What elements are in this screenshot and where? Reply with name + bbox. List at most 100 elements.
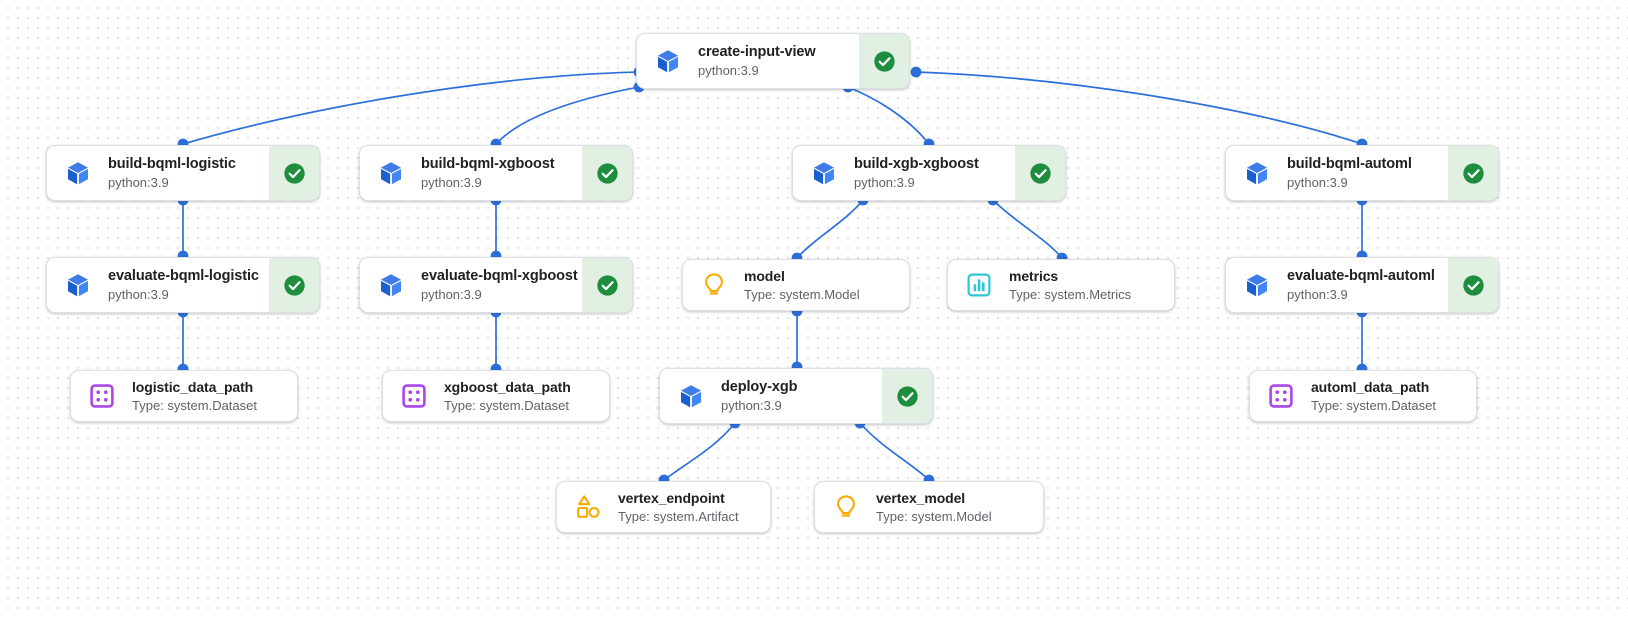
- node-evaluate-bqml-logistic[interactable]: evaluate-bqml-logistic python:3.9: [46, 257, 320, 313]
- edge-deploy-xgb-to-vertex_endpoint: [663, 422, 736, 481]
- node-body: build-xgb-xgboost python:3.9: [793, 146, 1015, 200]
- status-badge-succeeded: [882, 369, 932, 423]
- dataset-grid-icon: [399, 381, 429, 411]
- node-title: build-bqml-logistic: [108, 156, 236, 172]
- node-text: deploy-xgb python:3.9: [721, 378, 797, 414]
- lightbulb-icon: [831, 492, 861, 522]
- node-subtitle: python:3.9: [421, 175, 482, 190]
- edge-port-source: [910, 66, 922, 78]
- node-title: evaluate-bqml-automl: [1287, 268, 1435, 284]
- node-build-bqml-xgboost[interactable]: build-bqml-xgboost python:3.9: [359, 145, 633, 201]
- node-subtitle: Type: system.Dataset: [132, 398, 257, 413]
- node-title: build-xgb-xgboost: [854, 156, 979, 172]
- node-title: build-bqml-automl: [1287, 156, 1412, 172]
- status-badge-succeeded: [582, 146, 632, 200]
- node-title: automl_data_path: [1311, 379, 1430, 395]
- edge-create-input-view-to-build-xgb-xgboost: [847, 86, 930, 145]
- edge-build-xgb-xgboost-to-metrics: [992, 199, 1063, 259]
- shapes-artifact-icon: [573, 492, 603, 522]
- dataset-grid-icon: [87, 381, 117, 411]
- bar-chart-icon: [964, 270, 994, 300]
- edge-build-xgb-xgboost-to-model: [796, 199, 864, 259]
- status-badge-succeeded: [1015, 146, 1065, 200]
- status-badge-succeeded: [582, 258, 632, 312]
- node-text: build-bqml-automl python:3.9: [1287, 155, 1412, 191]
- component-cube-icon: [653, 46, 683, 76]
- node-title: vertex_model: [876, 490, 966, 506]
- node-subtitle: python:3.9: [108, 175, 169, 190]
- edge-create-input-view-to-build-bqml-logistic: [182, 71, 640, 145]
- component-cube-icon: [1242, 270, 1272, 300]
- edge-create-input-view-to-build-bqml-automl: [915, 71, 1363, 145]
- component-cube-icon: [63, 158, 93, 188]
- node-title: model: [744, 268, 785, 284]
- edge-deploy-xgb-to-vertex_model: [859, 422, 930, 481]
- node-subtitle: python:3.9: [721, 398, 782, 413]
- check-circle-icon: [595, 273, 620, 298]
- status-badge-succeeded: [269, 146, 319, 200]
- status-badge-succeeded: [269, 258, 319, 312]
- node-title: create-input-view: [698, 44, 816, 60]
- component-cube-icon: [809, 158, 839, 188]
- status-badge-succeeded: [859, 34, 909, 88]
- check-circle-icon: [895, 384, 920, 409]
- check-circle-icon: [872, 49, 897, 74]
- node-body: build-bqml-logistic python:3.9: [47, 146, 269, 200]
- node-body: deploy-xgb python:3.9: [660, 369, 882, 423]
- node-title: build-bqml-xgboost: [421, 156, 555, 172]
- node-deploy-xgb[interactable]: deploy-xgb python:3.9: [659, 368, 933, 424]
- node-body: build-bqml-xgboost python:3.9: [360, 146, 582, 200]
- component-cube-icon: [63, 270, 93, 300]
- node-body: build-bqml-automl python:3.9: [1226, 146, 1448, 200]
- check-circle-icon: [282, 273, 307, 298]
- node-title: evaluate-bqml-logistic: [108, 268, 259, 284]
- node-text: build-xgb-xgboost python:3.9: [854, 155, 979, 191]
- node-subtitle: python:3.9: [854, 175, 915, 190]
- node-title: evaluate-bqml-xgboost: [421, 268, 578, 284]
- component-cube-icon: [1242, 158, 1272, 188]
- node-text: build-bqml-xgboost python:3.9: [421, 155, 555, 191]
- node-build-bqml-automl[interactable]: build-bqml-automl python:3.9: [1225, 145, 1499, 201]
- node-title: vertex_endpoint: [618, 490, 725, 506]
- node-subtitle: Type: system.Dataset: [1311, 398, 1436, 413]
- node-build-bqml-logistic[interactable]: build-bqml-logistic python:3.9: [46, 145, 320, 201]
- check-circle-icon: [1461, 161, 1486, 186]
- check-circle-icon: [282, 161, 307, 186]
- node-build-xgb-xgboost[interactable]: build-xgb-xgboost python:3.9: [792, 145, 1066, 201]
- node-body: evaluate-bqml-logistic python:3.9: [47, 258, 269, 312]
- node-title: deploy-xgb: [721, 379, 798, 395]
- node-title: metrics: [1009, 268, 1059, 284]
- node-subtitle: python:3.9: [1287, 175, 1348, 190]
- node-subtitle: python:3.9: [108, 287, 169, 302]
- component-cube-icon: [376, 158, 406, 188]
- node-subtitle: Type: system.Metrics: [1009, 287, 1132, 302]
